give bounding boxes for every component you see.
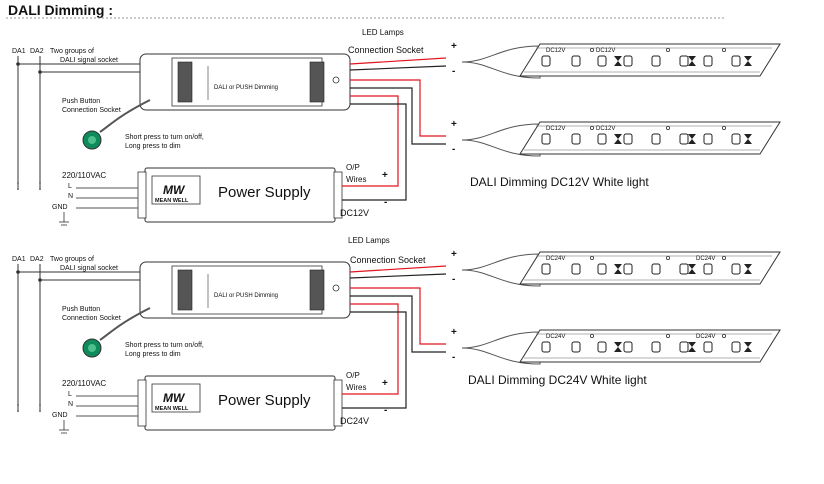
output-wires: Wires — [346, 383, 366, 392]
input-neutral: N — [68, 401, 73, 408]
press-note-line1: Short press to turn on/off, — [125, 134, 204, 141]
input-voltage: 220/110VAC — [62, 379, 106, 388]
dali-bus-label-1: DA1 — [12, 48, 26, 55]
output-wires: Wires — [346, 175, 366, 184]
connection-socket-label: Connection Socket — [348, 45, 424, 55]
section-caption: DALI Dimming DC12V White light — [470, 175, 649, 189]
mean-well-logo — [151, 175, 201, 205]
signal-note-line2: DALI signal socket — [60, 265, 118, 272]
ac-input: 220/110VAC L N GND — [52, 379, 138, 434]
ac-input: 220/110VAC L N GND — [52, 171, 138, 226]
led-plus-label-1: + — [451, 249, 457, 260]
push-button-label-line1: Push Button — [62, 306, 100, 313]
output-op: O/P — [346, 163, 360, 172]
led-connection: LED Lamps Connection Socket + - + - DC24… — [348, 236, 781, 365]
led-lamps-label: LED Lamps — [348, 236, 390, 245]
power-supply-label: Power Supply — [218, 184, 311, 201]
strip-tag-3: DC24V — [546, 334, 565, 340]
mean-well-logo — [151, 383, 201, 413]
strip-tag-2: DC24V — [696, 256, 715, 262]
push-button-label-line1: Push Button — [62, 98, 100, 105]
press-note-line2: Long press to dim — [125, 351, 181, 358]
strip-tag-3: DC12V — [546, 126, 565, 132]
press-note-line1: Short press to turn on/off, — [125, 342, 204, 349]
dali-bus-label-1: DA1 — [12, 256, 26, 263]
dali-controller: DALI or PUSH Dimming — [139, 261, 351, 319]
dali-bus-label-2: DA2 — [30, 48, 44, 55]
led-connection: LED Lamps Connection Socket + - + - DC12… — [348, 28, 781, 157]
ground-icon — [59, 420, 69, 434]
connection-socket-label: Connection Socket — [350, 255, 426, 265]
led-plus-label-1: + — [451, 41, 457, 52]
brand-top: MW — [163, 183, 186, 197]
push-button-label-line2: Connection Socket — [62, 107, 121, 114]
dc-output: O/P Wires + - DC24V — [340, 303, 407, 426]
led-plus-label-2: + — [451, 327, 457, 338]
led-minus-label-1: - — [452, 66, 455, 77]
input-ground: GND — [52, 412, 68, 419]
dali-bus-label-2: DA2 — [30, 256, 44, 263]
power-supply-label: Power Supply — [218, 392, 311, 409]
output-plus: + — [382, 170, 388, 181]
led-lamps-label: LED Lamps — [362, 28, 404, 37]
output-voltage: DC12V — [340, 208, 369, 218]
diagram-title: DALI Dimming : — [8, 2, 113, 18]
section-dc24v: DA1 DA2 Two groups of DALI signal socket… — [12, 236, 781, 434]
dali-bus: DA1 DA2 Two groups of DALI signal socket — [12, 256, 150, 412]
input-live: L — [68, 183, 72, 190]
section-caption: DALI Dimming DC24V White light — [468, 373, 647, 387]
output-voltage: DC24V — [340, 416, 369, 426]
press-note-line2: Long press to dim — [125, 143, 181, 150]
power-supply: MW MEAN WELL Power Supply — [137, 375, 343, 431]
signal-note-line1: Two groups of — [50, 256, 94, 263]
input-live: L — [68, 391, 72, 398]
signal-note-line1: Two groups of — [50, 48, 94, 55]
led-minus-label-2: - — [452, 144, 455, 155]
push-button-label-line2: Connection Socket — [62, 315, 121, 322]
brand-bottom: MEAN WELL — [155, 406, 189, 412]
strip-tag-1: DC24V — [546, 256, 565, 262]
input-neutral: N — [68, 193, 73, 200]
led-plus-label-2: + — [451, 119, 457, 130]
strip-tag-4: DC24V — [696, 334, 715, 340]
brand-top: MW — [163, 391, 186, 405]
brand-bottom: MEAN WELL — [155, 198, 189, 204]
section-dc12v: DA1 DA2 Two groups of DALI signal socket… — [12, 28, 781, 226]
strip-tag-4: DC12V — [596, 126, 615, 132]
strip-tag-2: DC12V — [596, 48, 615, 54]
input-voltage: 220/110VAC — [62, 171, 106, 180]
output-minus: - — [384, 405, 387, 416]
controller-label: DALI or PUSH Dimming — [214, 293, 278, 299]
output-minus: - — [384, 197, 387, 208]
controller-label: DALI or PUSH Dimming — [214, 85, 278, 91]
dali-bus: DA1 DA2 Two groups of DALI signal socket — [12, 48, 150, 190]
ground-icon — [59, 212, 69, 226]
power-supply: MW MEAN WELL Power Supply — [137, 167, 343, 223]
strip-tag-1: DC12V — [546, 48, 565, 54]
push-button: Push Button Connection Socket Short pres… — [62, 98, 204, 150]
led-minus-label-2: - — [452, 352, 455, 363]
dc-output: O/P Wires + - DC12V — [340, 95, 407, 218]
signal-note-line2: DALI signal socket — [60, 57, 118, 64]
output-plus: + — [382, 378, 388, 389]
dali-controller: DALI or PUSH Dimming — [139, 53, 351, 111]
led-minus-label-1: - — [452, 274, 455, 285]
push-button: Push Button Connection Socket Short pres… — [62, 306, 204, 358]
output-op: O/P — [346, 371, 360, 380]
input-ground: GND — [52, 204, 68, 211]
